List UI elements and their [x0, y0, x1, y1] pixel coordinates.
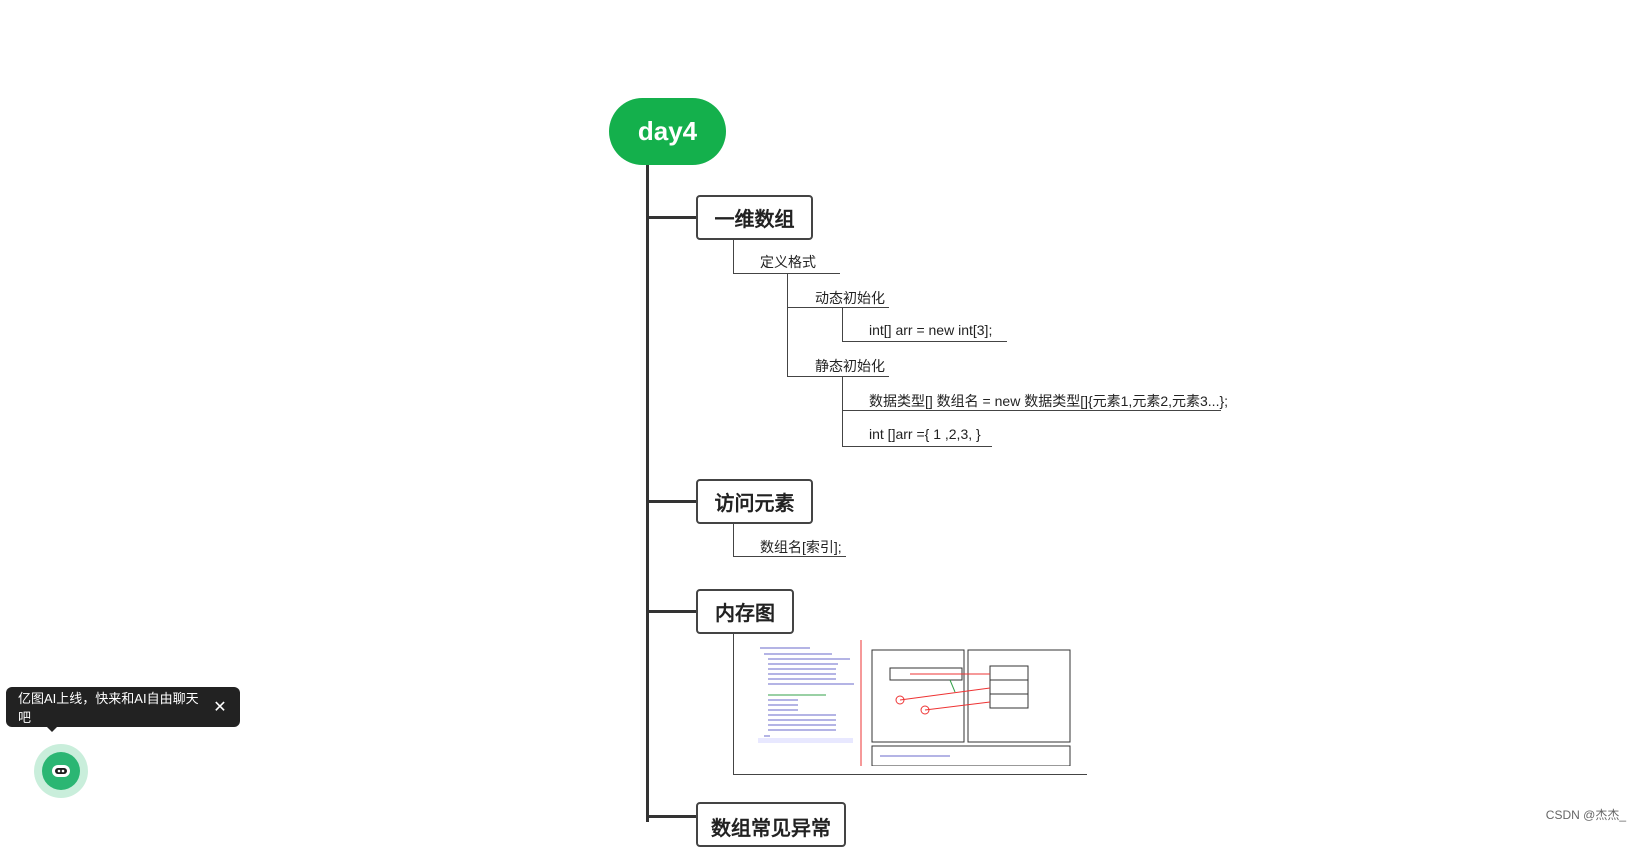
underline-define — [733, 273, 840, 274]
robot-icon — [42, 752, 80, 790]
underline-dynamic — [787, 307, 889, 308]
memory-diagram-image — [758, 640, 1071, 766]
connector-3 — [646, 610, 696, 613]
subline-2 — [733, 524, 734, 556]
ai-assistant-toast: 亿图AI上线，快来和AI自由聊天吧 ✕ — [6, 687, 240, 727]
subline-1 — [733, 240, 734, 273]
label-static-code1[interactable]: 数据类型[] 数组名 = new 数据类型[]{元素1,元素2,元素3...}; — [869, 393, 1229, 409]
topic-array-exceptions[interactable]: 数组常见异常 — [696, 802, 846, 847]
root-topic[interactable]: day4 — [609, 98, 726, 165]
underline-dynamic-code — [842, 341, 1007, 342]
topic-access-element[interactable]: 访问元素 — [696, 479, 813, 524]
subline-3 — [733, 634, 734, 774]
csdn-watermark: CSDN @杰杰_ — [1545, 808, 1626, 822]
toast-message: 亿图AI上线，快来和AI自由聊天吧 — [18, 691, 199, 725]
underline-static-code1 — [842, 410, 1221, 411]
trunk-line — [646, 165, 649, 822]
label-dynamic-init[interactable]: 动态初始化 — [815, 290, 885, 306]
connector-1 — [646, 216, 696, 219]
underline-static-code2 — [842, 446, 992, 447]
label-access-syntax[interactable]: 数组名[索引]; — [760, 539, 842, 555]
underline-static — [787, 376, 889, 377]
subline-define — [787, 273, 788, 376]
subline-dynamic — [842, 307, 843, 341]
subline-static — [842, 376, 843, 446]
topic-1d-array[interactable]: 一维数组 — [696, 195, 813, 240]
toast-pointer — [45, 725, 59, 732]
label-static-code2[interactable]: int []arr ={ 1 ,2,3, } — [869, 426, 981, 442]
close-icon[interactable]: ✕ — [213, 699, 227, 716]
connector-4 — [646, 815, 696, 818]
ai-assistant-button[interactable] — [34, 744, 88, 798]
underline-access — [733, 556, 846, 557]
label-static-init[interactable]: 静态初始化 — [815, 358, 885, 374]
connector-2 — [646, 500, 696, 503]
underline-memimg — [733, 774, 1087, 775]
label-define-format[interactable]: 定义格式 — [760, 254, 816, 270]
topic-memory-diagram[interactable]: 内存图 — [696, 589, 794, 634]
label-dynamic-code[interactable]: int[] arr = new int[3]; — [869, 322, 993, 338]
